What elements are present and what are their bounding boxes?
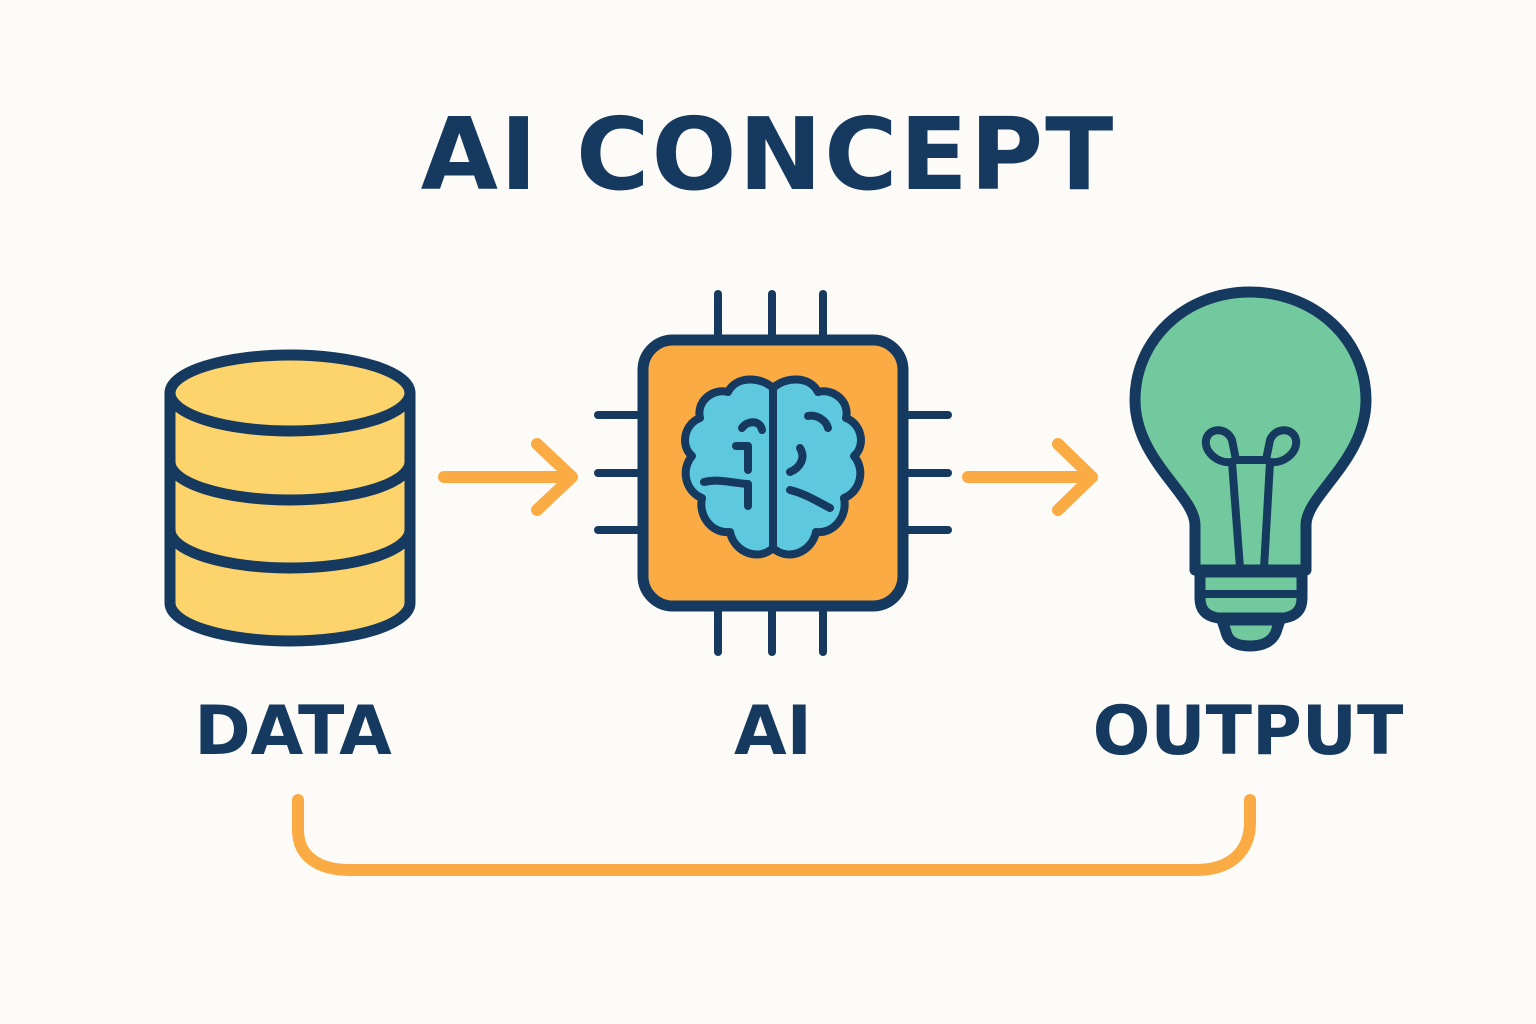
arrow-ai-to-output	[962, 438, 1098, 516]
output-label: OUTPUT	[1092, 692, 1404, 771]
feedback-loop-connector	[292, 794, 1256, 876]
data-label: DATA	[194, 692, 392, 771]
lightbulb-icon	[1129, 286, 1372, 652]
arrow-data-to-ai	[438, 438, 578, 516]
brain-icon	[681, 375, 865, 559]
ai-label: AI	[734, 692, 812, 771]
page-title: AI CONCEPT	[420, 96, 1116, 213]
database-icon	[164, 349, 416, 647]
